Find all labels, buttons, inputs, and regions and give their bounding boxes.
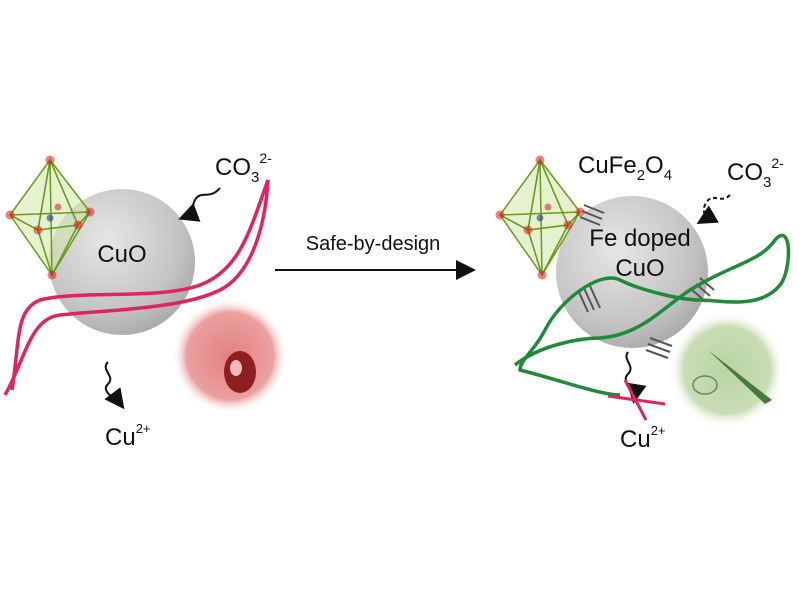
cu-ion-label-left: Cu2+ [105, 421, 151, 451]
cell-process [708, 350, 772, 404]
cv-curve-safe [513, 233, 791, 397]
healthy-cell-image [669, 312, 785, 428]
carbonate-label-left: CO32- [215, 150, 272, 186]
octahedron-icon [495, 155, 585, 280]
carbonate-label-right: CO32- [727, 155, 784, 191]
cu-ion-label-right: Cu2+ [620, 423, 666, 453]
ion-release-arrow [104, 361, 125, 410]
carbonate-arrow [178, 187, 221, 222]
cv-curve-toxic [3, 179, 270, 396]
octahedron-icon [5, 155, 95, 280]
cufe2o4-label: CuFe2O4 [578, 152, 672, 184]
lattice-marks [577, 204, 715, 359]
safe-by-design-label: Safe-by-design [306, 233, 441, 255]
cuo-label: CuO [97, 241, 146, 268]
fe-doped-label: Fe doped [589, 225, 690, 252]
carbonate-arrow-dashed [696, 194, 731, 225]
blocked-cross-icon [607, 379, 666, 421]
cuo-label-right: CuO [615, 255, 664, 282]
cuo-particle [49, 189, 195, 335]
